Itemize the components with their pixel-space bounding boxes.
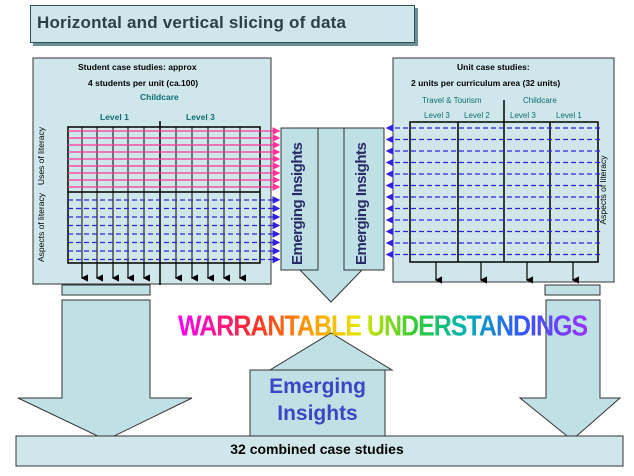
left-heading-line2: 4 students per unit (ca.100) (88, 78, 199, 88)
left-area-label: Childcare (140, 92, 179, 102)
warrantable-understandings: WARRANTABLE UNDERSTANDINGS (178, 310, 588, 343)
right-grid (385, 100, 600, 284)
right-area-b: Childcare (523, 96, 557, 105)
right-heading-line2: 2 units per curriculum area (32 units) (411, 78, 561, 88)
left-heading-line1: Student case studies: approx (78, 62, 197, 72)
right-down-arrow (518, 299, 622, 441)
emerging-left-column (280, 127, 319, 271)
right-level-2: Level 2 (464, 111, 490, 120)
right-area-a: Travel & Tourism (422, 96, 482, 105)
right-level-1: Level 3 (424, 111, 450, 120)
left-level-b: Level 3 (186, 112, 215, 122)
emerging-right-text: Emerging Insights (353, 142, 370, 265)
right-side-label: Aspects of literacy (598, 155, 608, 225)
emerging-center-line2: Insights (277, 402, 358, 425)
right-level-4: Level 1 (556, 111, 582, 120)
emerging-left-text: Emerging Insights (289, 142, 306, 265)
right-connector (544, 284, 601, 296)
left-panel (32, 57, 272, 285)
left-grid (67, 121, 281, 285)
emerging-center-line1: Emerging (269, 375, 366, 398)
left-side-lower: Aspects of literacy (36, 193, 46, 262)
left-down-arrow (17, 299, 193, 441)
left-connector (61, 284, 151, 296)
right-heading-line1: Unit case studies: (457, 62, 530, 72)
title-box: Horizontal and vertical slicing of data (30, 5, 415, 43)
left-level-a: Level 1 (100, 112, 129, 122)
left-side-upper: Uses of literacy (36, 126, 46, 186)
bottom-bar-label: 32 combined case studies (230, 441, 404, 457)
right-level-3: Level 3 (510, 111, 536, 120)
bottom-bar (15, 435, 624, 467)
diagram-title: Horizontal and vertical slicing of data (37, 13, 347, 32)
emerging-right-column (343, 127, 385, 271)
